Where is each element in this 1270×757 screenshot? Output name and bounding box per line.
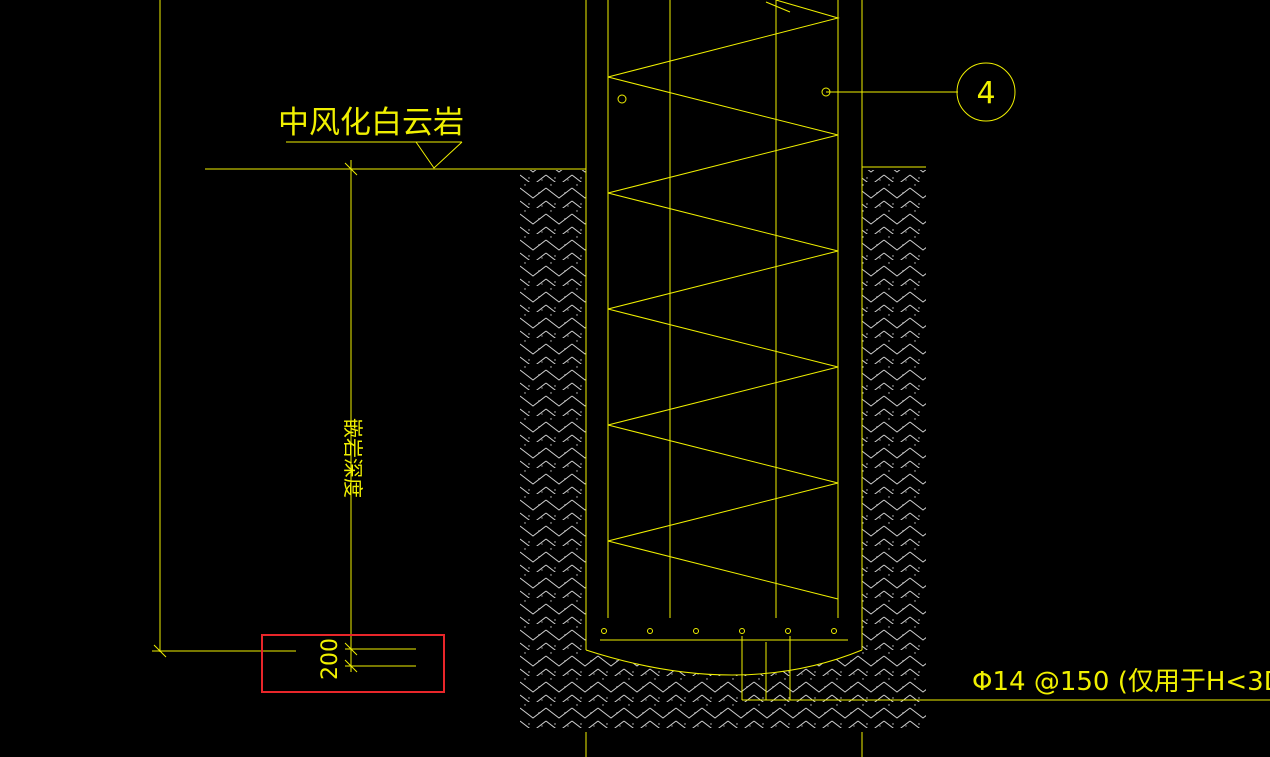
bottom-rebar-dot [739, 628, 745, 634]
rock-hatch-right [862, 170, 926, 730]
callout-bubble[interactable] [956, 62, 1016, 122]
bottom-rebar-dot [785, 628, 791, 634]
embed-depth-tick-top [344, 162, 358, 176]
bottom-rebar-dot [693, 628, 699, 634]
callout-anchor-dot [821, 87, 831, 97]
bottom-rebar-dot [831, 628, 837, 634]
embed-depth-label: 嵌岩深度 [341, 418, 365, 498]
bottom-tick-left [153, 644, 167, 658]
bottom-rebar-dot [647, 628, 653, 634]
red-selection-box[interactable] [261, 634, 445, 693]
rock-layer-label: 中风化白云岩 [278, 105, 464, 141]
bottom-dimension-value: 200 [318, 638, 343, 680]
spiral-stirrup-top-fragment [765, 1, 791, 13]
pile-bottom-curve [585, 649, 863, 676]
spiral-stirrup [607, 0, 840, 600]
level-marker-triangle [286, 141, 463, 169]
rebar-dot-left [617, 94, 627, 104]
callout-number: 4 [976, 76, 995, 111]
rebar-note-label: Φ14 @150 (仅用于H<3D时) [972, 667, 1270, 697]
bottom-rebar-dot [601, 628, 607, 634]
rock-hatch-left [520, 170, 586, 730]
